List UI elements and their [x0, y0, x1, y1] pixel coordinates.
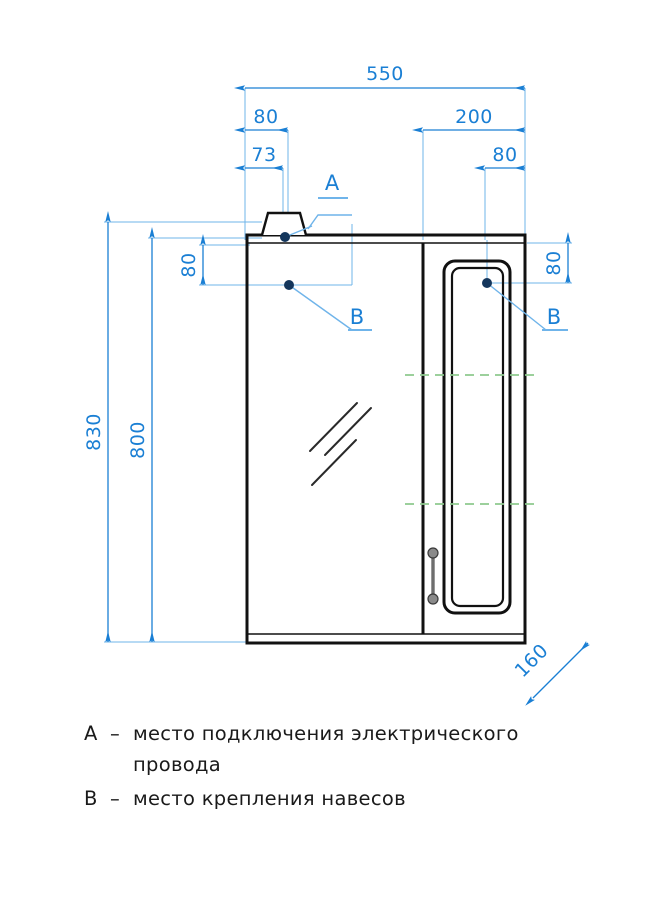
dimension-body-height: 800 [127, 227, 155, 642]
mirror-reflection-lines [309, 402, 372, 486]
dim-550-text: 550 [366, 63, 404, 85]
legend-item-0-line1: место подключения электрического [133, 722, 519, 745]
light-fixture [260, 211, 308, 236]
dim-right-mount-80-text: 80 [543, 250, 565, 275]
marker-a-point [280, 232, 290, 242]
marker-b-right-group: B [482, 278, 568, 331]
dim-right-80-text: 80 [492, 144, 517, 166]
dimension-right-mount-80: 80 [543, 232, 571, 283]
marker-b-left-group: B [284, 280, 372, 331]
legend-item-1-line1: место крепления навесов [133, 787, 406, 810]
dimension-overall-height: 830 [83, 211, 111, 642]
marker-b-right-label: B [547, 305, 561, 329]
legend-item-0-line2: провода [133, 753, 221, 776]
marker-a-label: A [325, 171, 340, 195]
cabinet-outline [245, 233, 527, 645]
marker-b-right-point [482, 278, 492, 288]
dim-160-text: 160 [511, 640, 553, 682]
dimension-left-80: 80 [234, 106, 288, 133]
marker-b-left-label: B [350, 305, 364, 329]
dimension-right-200: 200 [412, 106, 525, 133]
shelf-lines [405, 374, 540, 505]
marker-b-left-point [284, 280, 294, 290]
legend-item-0-dash: – [110, 722, 120, 745]
legend-item-1-key: В [84, 787, 98, 810]
dim-left-mount-80-text: 80 [178, 252, 200, 277]
dim-830-text: 830 [83, 413, 105, 451]
dim-left-73-text: 73 [251, 144, 276, 166]
legend-item-0-key: А [84, 722, 98, 745]
dimension-left-73: 73 [234, 144, 283, 171]
extension-lines [104, 88, 572, 643]
dim-left-80-text: 80 [253, 106, 278, 128]
dimension-right-80: 80 [474, 144, 525, 171]
dim-800-text: 800 [127, 421, 149, 459]
door-handle [427, 547, 439, 605]
dimension-depth-160: 160 [511, 640, 590, 706]
cabinet-door [442, 259, 512, 615]
dim-200-text: 200 [455, 106, 493, 128]
dimension-left-mount-80: 80 [178, 234, 206, 285]
legend-item-1-dash: – [110, 787, 120, 810]
dimension-overall-width: 550 [234, 63, 525, 91]
legend: А – место подключения электрического про… [84, 722, 519, 810]
marker-a-group: A [280, 171, 352, 242]
